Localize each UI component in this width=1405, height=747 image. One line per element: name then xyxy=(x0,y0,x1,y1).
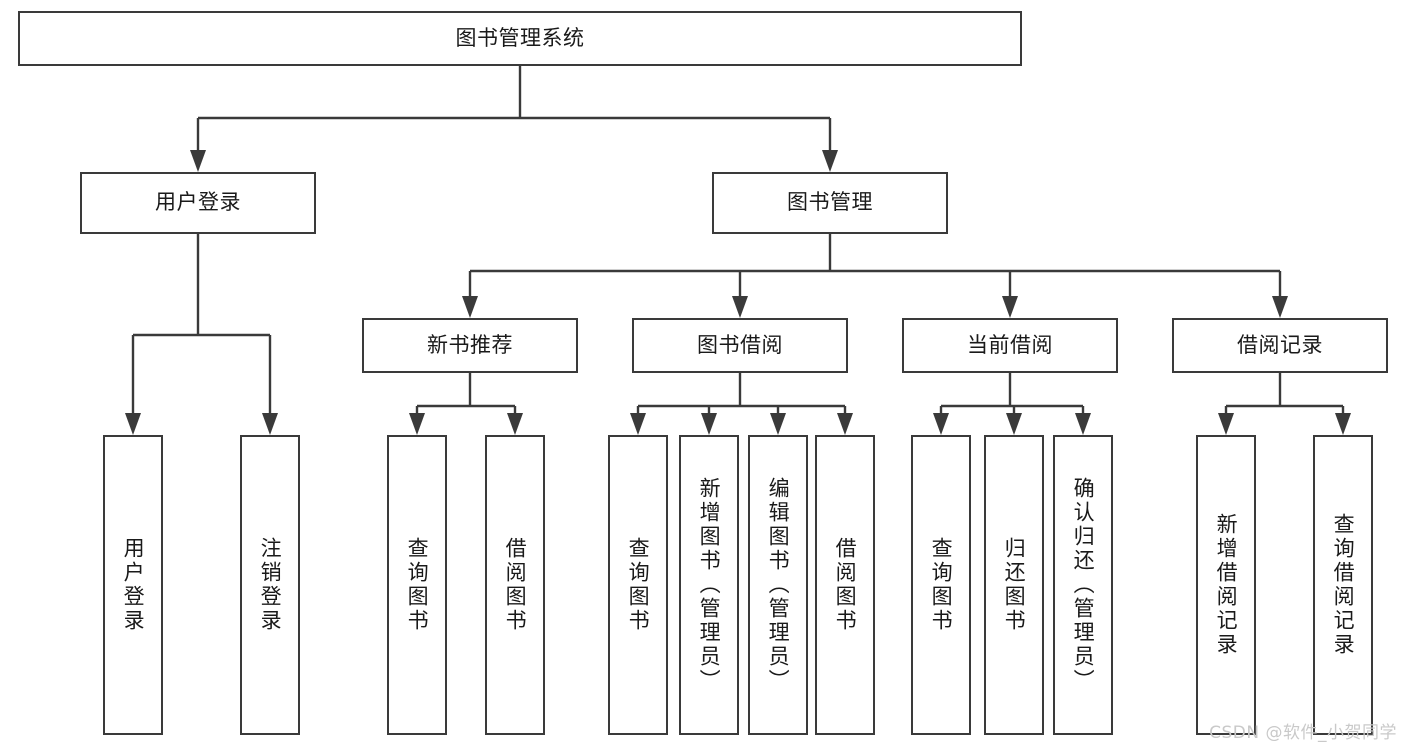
arrow-head xyxy=(770,413,786,435)
arrow-head xyxy=(701,413,717,435)
arrow-head xyxy=(262,413,278,435)
node-book-manage[interactable]: 图书管理 xyxy=(712,172,948,234)
node-leaf-query-book-c[interactable]: 查询图书 xyxy=(911,435,971,735)
node-label: 借阅记录 xyxy=(1237,332,1323,357)
node-label: 编辑图书（管理员） xyxy=(766,477,791,693)
arrow-head xyxy=(125,413,141,435)
node-borrow-record[interactable]: 借阅记录 xyxy=(1172,318,1388,373)
arrow-head xyxy=(1335,413,1351,435)
node-book-borrow[interactable]: 图书借阅 xyxy=(632,318,848,373)
node-leaf-borrow-book-rec[interactable]: 借阅图书 xyxy=(485,435,545,735)
arrow-head xyxy=(933,413,949,435)
arrow-head xyxy=(732,296,748,318)
node-user-login[interactable]: 用户登录 xyxy=(80,172,316,234)
node-root-system[interactable]: 图书管理系统 xyxy=(18,11,1022,66)
node-leaf-query-book-b[interactable]: 查询图书 xyxy=(608,435,668,735)
node-label: 新增图书（管理员） xyxy=(697,477,722,693)
node-label: 借阅图书 xyxy=(503,537,528,633)
node-label: 归还图书 xyxy=(1002,537,1027,633)
node-label: 新增借阅记录 xyxy=(1214,513,1239,657)
node-leaf-confirm-return[interactable]: 确认归还（管理员） xyxy=(1053,435,1113,735)
arrow-head xyxy=(1002,296,1018,318)
arrow-head xyxy=(1006,413,1022,435)
node-leaf-edit-book[interactable]: 编辑图书（管理员） xyxy=(748,435,808,735)
node-label: 查询图书 xyxy=(929,537,954,633)
node-leaf-add-book[interactable]: 新增图书（管理员） xyxy=(679,435,739,735)
node-label: 确认归还（管理员） xyxy=(1071,477,1096,693)
node-leaf-query-book-rec[interactable]: 查询图书 xyxy=(387,435,447,735)
node-label: 借阅图书 xyxy=(833,537,858,633)
node-current-borrow[interactable]: 当前借阅 xyxy=(902,318,1118,373)
node-label: 当前借阅 xyxy=(967,332,1053,357)
csdn-watermark: CSDN @软件_小贺同学 xyxy=(1209,723,1397,743)
node-leaf-add-record[interactable]: 新增借阅记录 xyxy=(1196,435,1256,735)
node-label: 用户登录 xyxy=(121,537,146,633)
node-label: 用户登录 xyxy=(155,190,241,215)
node-label: 图书管理系统 xyxy=(455,25,585,50)
node-label: 查询图书 xyxy=(626,537,651,633)
node-leaf-return-book[interactable]: 归还图书 xyxy=(984,435,1044,735)
arrow-head xyxy=(462,296,478,318)
node-leaf-user-login[interactable]: 用户登录 xyxy=(103,435,163,735)
arrow-head xyxy=(409,413,425,435)
node-label: 图书管理 xyxy=(787,190,873,215)
arrow-head xyxy=(1272,296,1288,318)
arrow-head xyxy=(190,150,206,172)
arrow-head xyxy=(507,413,523,435)
node-label: 新书推荐 xyxy=(427,332,513,357)
node-new-book-rec[interactable]: 新书推荐 xyxy=(362,318,578,373)
arrow-head xyxy=(1075,413,1091,435)
arrow-head xyxy=(822,150,838,172)
node-leaf-query-record[interactable]: 查询借阅记录 xyxy=(1313,435,1373,735)
node-label: 图书借阅 xyxy=(697,332,783,357)
node-label: 查询借阅记录 xyxy=(1331,513,1356,657)
arrow-head xyxy=(630,413,646,435)
node-leaf-logout[interactable]: 注销登录 xyxy=(240,435,300,735)
arrow-head xyxy=(837,413,853,435)
arrow-head xyxy=(1218,413,1234,435)
node-label: 查询图书 xyxy=(405,537,430,633)
node-leaf-borrow-book-b[interactable]: 借阅图书 xyxy=(815,435,875,735)
node-label: 注销登录 xyxy=(258,537,283,633)
